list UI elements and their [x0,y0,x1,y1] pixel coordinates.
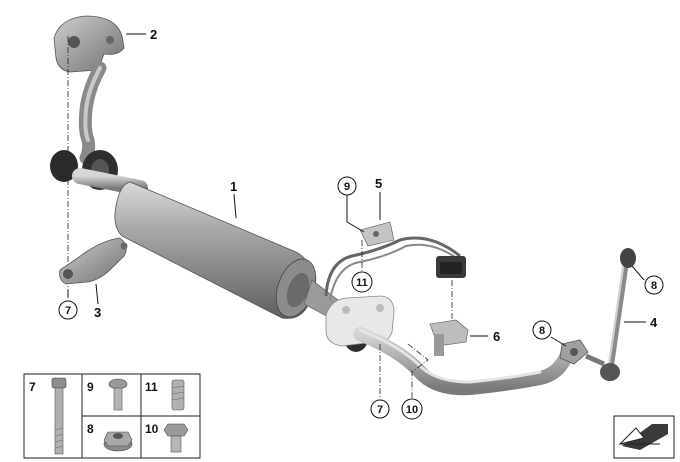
bar-highlight [358,328,542,384]
kit-label-9: 9 [87,380,94,394]
bar-end-fitting [559,339,589,365]
kit-label-7: 7 [29,380,36,394]
callout-7-bottom: 7 [377,404,383,416]
circle-callout-11 [351,271,373,293]
part-right-bearing-block [325,295,395,347]
part-connector-bracket [429,319,469,356]
circle-callout-7-left [58,300,78,320]
callout-10: 10 [406,404,418,416]
kit-long-bolt [51,377,67,455]
callout-9: 9 [344,181,350,193]
leader-9 [346,195,365,233]
kit-threaded-stud [171,379,185,411]
part-lower-bracket [59,237,128,285]
kit-label-10: 10 [145,422,159,436]
circle-callout-7-bottom [370,399,390,419]
leader-8-mid [550,336,567,347]
callout-4: 4 [650,315,658,330]
stabilizer-left-arm [78,61,107,165]
leader-8-right [631,265,645,281]
callout-2: 2 [150,27,157,42]
part-harness-bracket [359,221,395,247]
fastener-kit-table: 7 9 11 8 10 [23,373,201,459]
view-direction-arrow-icon [613,415,675,459]
callout-6: 6 [493,329,500,344]
kit-short-bolt [108,378,128,411]
part-upper-bracket [53,15,125,73]
leader-1 [233,193,237,219]
wiring-harness [324,236,463,301]
part-active-stabilizer-actuator [114,181,339,319]
callout-11: 11 [356,277,368,289]
callout-1: 1 [230,179,237,194]
electrical-connector [436,256,466,278]
callout-3: 3 [94,305,101,320]
leader-3 [95,283,99,305]
circle-callout-8-right [644,275,664,295]
part-stabilizer-link [584,248,636,381]
kit-hex-bolt [163,423,189,453]
kit-label-8: 8 [87,422,94,436]
kit-flange-nut [103,431,133,452]
axis-10 [407,343,429,398]
kit-label-11: 11 [145,380,158,394]
callout-8-mid: 8 [539,325,545,337]
callout-8-right: 8 [651,280,657,292]
circle-callout-8-mid [532,320,552,340]
callout-7-left: 7 [65,305,71,317]
circle-callout-10 [401,398,423,420]
stabilizer-bar-right-section [353,327,575,396]
callout-5: 5 [375,176,382,191]
